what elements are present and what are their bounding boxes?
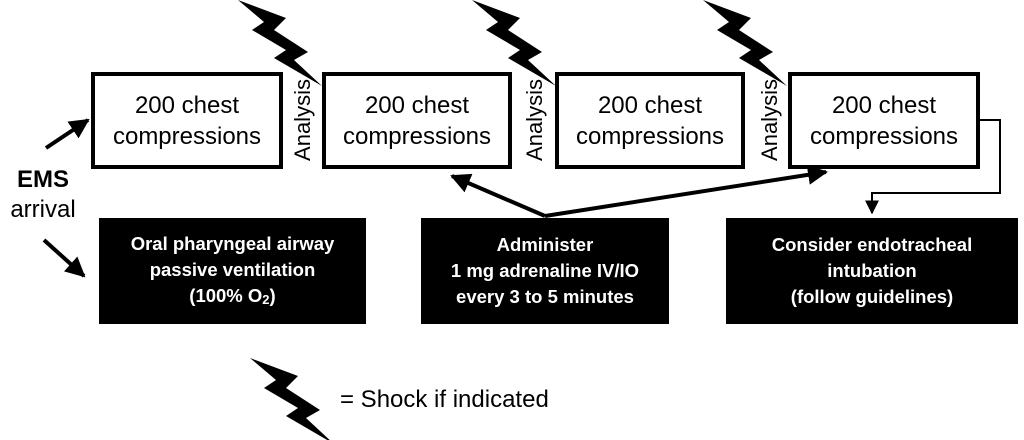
adrenaline-action-box: Administer 1 mg adrenaline IV/IO every 3… <box>421 218 669 324</box>
analysis-label-2: Analysis <box>522 79 547 161</box>
legend-lightning-icon <box>250 358 334 440</box>
adrenaline-line1: Administer <box>496 234 594 255</box>
compression-box-2-line2: compressions <box>342 122 492 150</box>
compression-box-4-line1: 200 chest <box>831 91 937 119</box>
airway-line2: passive ventilation <box>149 259 316 280</box>
adrenaline-line3: every 3 to 5 minutes <box>456 286 634 307</box>
airway-line3: (100% O2) <box>189 285 276 307</box>
adrenaline-arrow-to-box4 <box>544 164 828 218</box>
adrenaline-line2: 1 mg adrenaline IV/IO <box>450 260 640 281</box>
compression-box-4-line2: compressions <box>809 122 959 150</box>
compression-box-2: 200 chest compressions <box>322 72 512 169</box>
ems-arrow-to-airway <box>42 238 86 278</box>
airway-action-box: Oral pharyngeal airway passive ventilati… <box>99 218 366 324</box>
compression-box-3: 200 chest compressions <box>555 72 745 169</box>
airway-line1: Oral pharyngeal airway <box>130 233 335 254</box>
legend-text: = Shock if indicated <box>340 386 549 413</box>
compression-box-4: 200 chest compressions <box>788 72 980 169</box>
analysis-label-3: Analysis <box>757 79 782 161</box>
compression-box-1-line2: compressions <box>112 122 262 150</box>
intubation-line1: Consider endotracheal <box>771 234 973 255</box>
intubation-line3: (follow guidelines) <box>790 286 954 307</box>
compression-box-3-line2: compressions <box>575 122 725 150</box>
adrenaline-arrow-to-box2 <box>450 173 546 218</box>
intubation-connector-arrow <box>865 119 1001 215</box>
compression-box-3-line1: 200 chest <box>597 91 703 119</box>
arrival-label: arrival <box>10 196 76 223</box>
ems-label: EMS <box>16 166 69 193</box>
intubation-action-box: Consider endotracheal intubation (follow… <box>726 218 1018 324</box>
compression-box-1: 200 chest compressions <box>91 72 283 169</box>
analysis-label-1: Analysis <box>290 79 315 161</box>
ems-arrow-to-compressions <box>44 118 90 150</box>
compression-box-2-line1: 200 chest <box>364 91 470 119</box>
compression-box-1-line1: 200 chest <box>134 91 240 119</box>
ems-arrival-label: EMS arrival <box>0 165 86 225</box>
intubation-line2: intubation <box>827 260 917 281</box>
